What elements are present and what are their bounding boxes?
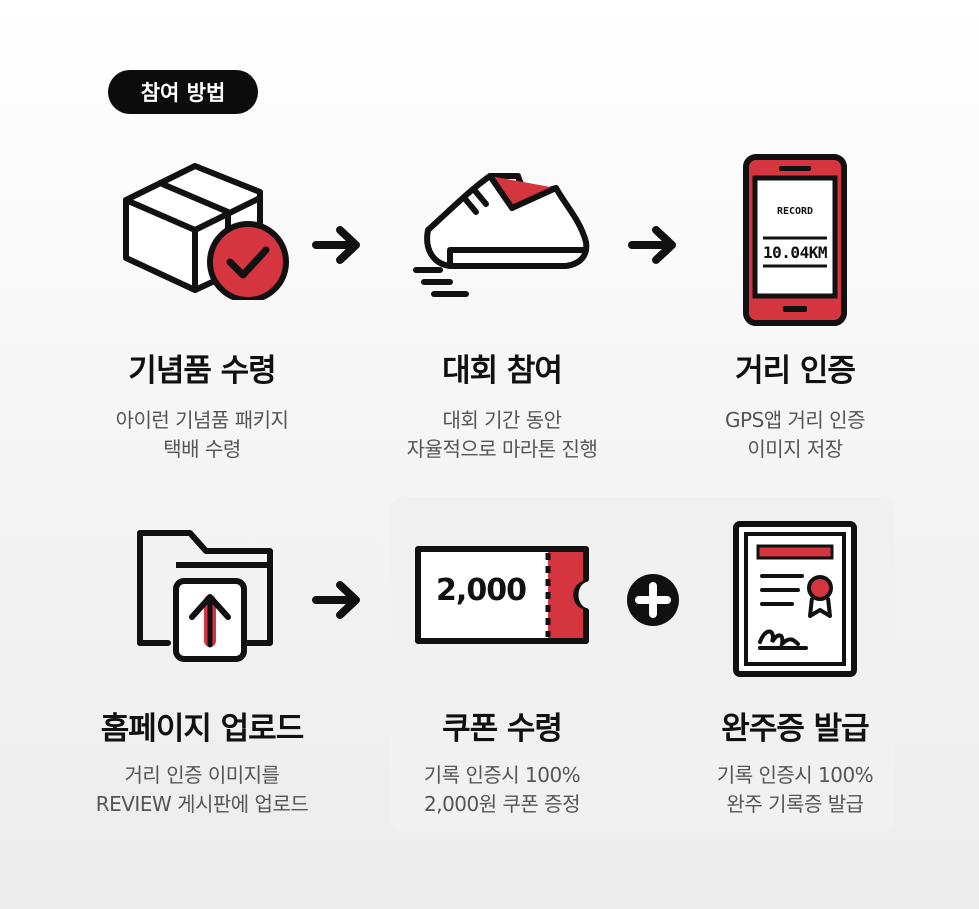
step-title: 완주증 발급 [721, 711, 869, 747]
step-title: 쿠폰 수령 [442, 711, 563, 747]
step-title: 홈페이지 업로드 [100, 711, 304, 747]
phone-distance-value: 10.04KM [763, 243, 827, 262]
step-desc-line: 기록 인증시 100% [716, 763, 874, 787]
step-desc-line: 자율적으로 마라톤 진행 [406, 437, 598, 461]
step-desc-line: GPS앱 거리 인증 [725, 408, 865, 432]
step-title: 대회 참여 [442, 353, 563, 389]
step-desc-line: REVIEW 게시판에 업로드 [95, 792, 309, 816]
step-title: 거리 인증 [735, 353, 856, 389]
step-distance: RECORD 10.04KM 거리 인증 GPS앱 거리 인증 이미지 저장 [645, 150, 945, 470]
coupon-ticket-icon: 2,000 [414, 545, 590, 645]
section-badge-label: 참여 방법 [140, 81, 226, 105]
section-badge: 참여 방법 [108, 70, 258, 114]
arrow-right-icon [312, 581, 360, 619]
step-souvenir: 기념품 수령 아이런 기념품 패키지 택배 수령 [52, 150, 352, 470]
step-participate: 대회 참여 대회 기간 동안 자율적으로 마라톤 진행 [352, 150, 652, 470]
arrow-right-icon [628, 226, 676, 264]
step-upload: 홈페이지 업로드 거리 인증 이미지를 REVIEW 게시판에 업로드 [52, 525, 352, 825]
step-desc-line: 아이런 기념품 패키지 [115, 408, 289, 432]
phone-record-label: RECORD [776, 206, 814, 217]
running-shoe-icon [413, 173, 590, 297]
step-desc-line: 대회 기간 동안 [442, 408, 562, 432]
step-title: 기념품 수령 [128, 353, 276, 389]
step-desc-line: 거리 인증 이미지를 [124, 763, 280, 787]
folder-upload-icon [137, 530, 273, 662]
plus-circle-icon [627, 574, 679, 626]
arrow-right-icon [312, 226, 360, 264]
step-certificate: 완주증 발급 기록 인증시 100% 완주 기록증 발급 [645, 520, 945, 825]
step-desc-line: 2,000원 쿠폰 증정 [424, 792, 580, 816]
package-check-icon [123, 163, 289, 300]
step-desc-line: 완주 기록증 발급 [726, 792, 864, 816]
certificate-icon [733, 521, 857, 677]
step-desc-line: 기록 인증시 100% [423, 763, 581, 787]
smartphone-record-icon: RECORD 10.04KM [743, 154, 847, 326]
coupon-amount: 2,000 [436, 573, 527, 608]
step-desc-line: 이미지 저장 [747, 437, 843, 461]
step-desc-line: 택배 수령 [163, 437, 241, 461]
step-coupon: 2,000 쿠폰 수령 기록 인증시 100% 2,000원 쿠폰 증정 [352, 525, 652, 825]
